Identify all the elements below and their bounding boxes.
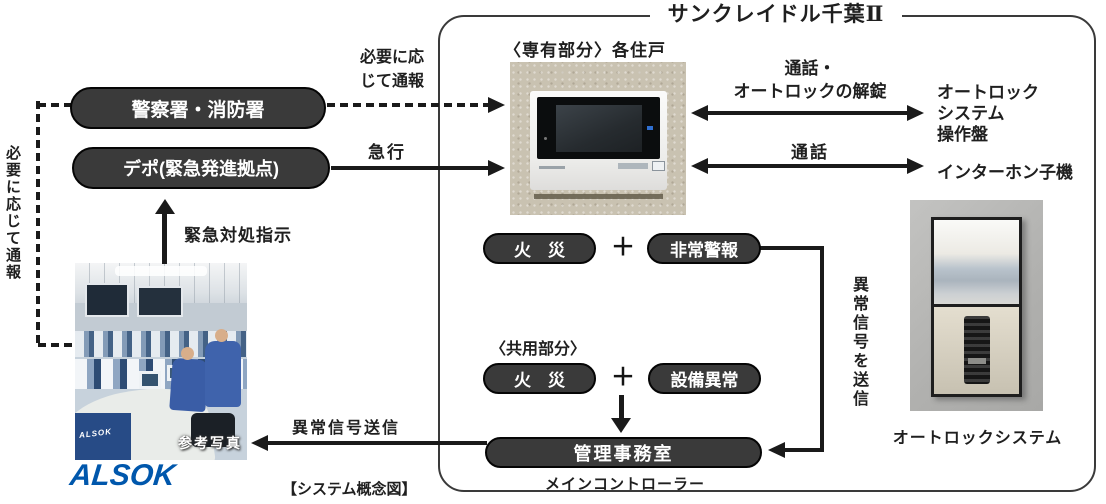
notify-as-needed-label: 必要に応 じて通報 [359, 49, 424, 90]
door-station-slot [968, 358, 986, 364]
main-controller-label: メインコントローラー [544, 477, 705, 493]
autolock-door-station-photo [910, 200, 1043, 411]
arrowhead-left-icon [768, 442, 785, 458]
alarm-connector-line [820, 246, 824, 452]
photo-desk-front: ALSOK [75, 413, 131, 460]
fire-common-pill: 火 災 [483, 363, 596, 394]
intercom-led [647, 126, 653, 130]
fire-private-pill: 火 災 [483, 233, 596, 264]
management-office-label: 管理事務室 [573, 443, 674, 464]
photo-operator-head [215, 329, 228, 342]
talk-label: 通話 [791, 143, 829, 162]
depot-pill: デポ(緊急発進拠点) [72, 147, 330, 189]
rush-line [331, 166, 489, 170]
intercom-label-strip [539, 166, 565, 169]
photo-chair [191, 413, 235, 447]
fire-private-label: 火 災 [514, 241, 565, 260]
arrowhead-left-icon [691, 105, 708, 121]
photo-operator [205, 341, 241, 407]
arrowhead-right-icon [488, 97, 505, 113]
plus-common: ＋ [611, 364, 635, 391]
intercom-slave-label: インターホン子機 [937, 163, 1073, 182]
arrowhead-up-icon [155, 199, 175, 214]
talk-unlock-line [706, 111, 909, 115]
door-station-panel [931, 217, 1022, 397]
door-station-keypad [964, 316, 990, 384]
photo-operator-head [181, 347, 194, 360]
diagram-title: サンクレイドル千葉Ⅱ [650, 0, 902, 30]
photo-wall-monitor [137, 286, 183, 317]
intercom-button [652, 161, 665, 171]
fire-common-label: 火 災 [514, 371, 565, 390]
alsok-logo: ALSOK [68, 459, 177, 492]
police-fire-pill: 警察署・消防署 [70, 87, 326, 129]
equipment-abnormal-pill: 設備異常 [648, 363, 761, 394]
emergency-instruction-line [162, 213, 167, 264]
abnormal-signal-line [267, 441, 487, 445]
report-dashed-line [36, 101, 40, 347]
arrowhead-right-icon [907, 105, 924, 121]
equipment-abnormal-label: 設備異常 [670, 371, 739, 390]
private-section-label: 〈専有部分〉各住戸 [504, 41, 666, 60]
reference-photo-caption: 参考写真 [178, 437, 242, 452]
photo-ceiling-light [115, 266, 207, 276]
alarm-connector-line [784, 448, 824, 452]
to-office-line [619, 395, 624, 420]
intercom-screen [537, 97, 660, 159]
depot-label: デポ(緊急発進拠点) [123, 159, 279, 179]
notify-as-needed-vertical-label: 必要に応じて通報 [4, 145, 20, 281]
common-section-label: 〈共用部分〉 [490, 341, 587, 358]
talk-unlock-label: 通話・ オートロックの解錠 [733, 59, 887, 101]
intercom-mic-hole [544, 137, 547, 140]
intercom-shadow [534, 194, 663, 199]
intercom-screen-display [556, 105, 642, 152]
emergency-instruction-label: 緊急対処指示 [184, 226, 292, 245]
abnormal-signal-send-label: 異常信号送信 [292, 420, 401, 437]
arrowhead-right-icon [907, 158, 924, 174]
autolock-panel-label: オートロック システム 操作盤 [937, 83, 1039, 144]
abnormal-signal-vertical-label: 異常信号を送信 [850, 276, 867, 409]
photo-desk-monitor [139, 371, 161, 389]
alarm-connector-line [758, 246, 824, 250]
management-office-pill: 管理事務室 [485, 437, 762, 468]
intercom-label-strip [618, 163, 648, 169]
emergency-alarm-label: 非常警報 [670, 241, 738, 260]
report-dashed-line [327, 103, 489, 107]
talk-line [706, 164, 909, 168]
door-station-mirror [934, 220, 1019, 304]
photo-operator [169, 357, 209, 413]
intercom-unit [530, 91, 667, 190]
diagram-caption: 【システム概念図】 [282, 482, 417, 498]
report-dashed-line [38, 103, 71, 107]
alsok-control-room-photo: ALSOK 参考写真 [75, 263, 247, 460]
rush-label: 急行 [368, 143, 406, 162]
emergency-alarm-pill: 非常警報 [647, 233, 761, 264]
arrowhead-left-icon [251, 435, 268, 451]
plus-private: ＋ [611, 234, 635, 261]
report-dashed-line [38, 343, 76, 347]
intercom-monitor-photo [510, 62, 686, 215]
arrowhead-down-icon [611, 418, 631, 433]
arrowhead-right-icon [488, 160, 505, 176]
autolock-system-label: オートロックシステム [892, 430, 1063, 447]
photo-wall-monitor [85, 283, 129, 317]
arrowhead-left-icon [691, 158, 708, 174]
door-station-divider [934, 304, 1019, 307]
police-fire-label: 警察署・消防署 [131, 99, 265, 121]
alsok-desk-sign: ALSOK [78, 427, 113, 440]
